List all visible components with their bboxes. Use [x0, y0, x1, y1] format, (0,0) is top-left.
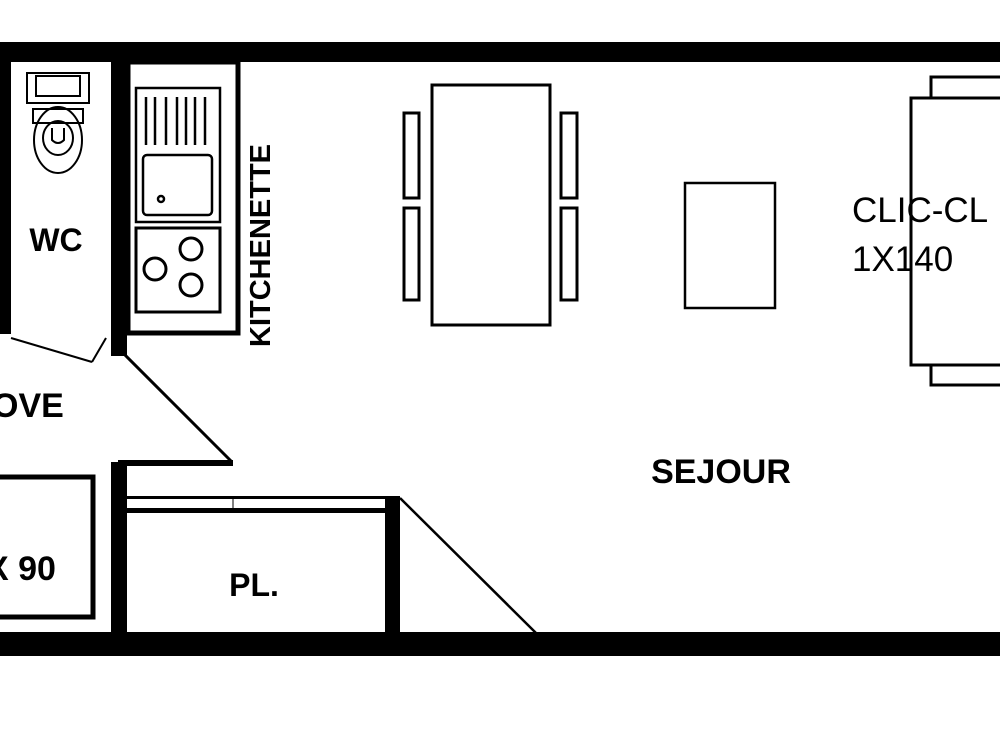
top-wall — [0, 42, 1000, 62]
living-label: SEJOUR — [651, 453, 791, 491]
bottom-wall — [0, 632, 1000, 656]
left-wall — [0, 62, 11, 334]
entry-wall — [118, 460, 233, 466]
closet-left-wall — [111, 462, 127, 634]
entry-door[interactable] — [120, 350, 234, 464]
sofa-bed-size: 1X140 — [852, 240, 953, 279]
closet: PL. — [119, 496, 537, 634]
bed-alcove — [0, 474, 96, 620]
living-room: CLIC-CL 1X140 SEJOUR — [402, 75, 1000, 491]
bed-alcove-label: X 90 — [0, 550, 56, 588]
hob-icon — [134, 226, 222, 314]
alcove-label: OVE — [0, 387, 64, 425]
living-door[interactable] — [399, 497, 537, 634]
wc-door[interactable] — [10, 337, 107, 363]
kitchenette-label: KITCHENETTE — [245, 144, 277, 347]
coffee-table — [683, 181, 777, 310]
closet-right-wall — [385, 496, 400, 634]
kitchenette: KITCHENETTE — [125, 59, 277, 347]
chair-icon — [402, 111, 579, 302]
closet-label: PL. — [229, 567, 279, 603]
sofa-bed-label: CLIC-CL — [852, 191, 988, 230]
entry-area: OVE X 90 — [0, 350, 234, 634]
wc-room: WC — [10, 62, 127, 363]
kitchen-counter — [125, 59, 241, 336]
dining-table — [430, 83, 552, 327]
sink-icon — [134, 86, 222, 224]
wc-label: WC — [29, 222, 82, 258]
toilet-icon — [26, 72, 90, 174]
sofa-bed — [909, 75, 1000, 387]
wc-partition-wall — [111, 62, 127, 356]
